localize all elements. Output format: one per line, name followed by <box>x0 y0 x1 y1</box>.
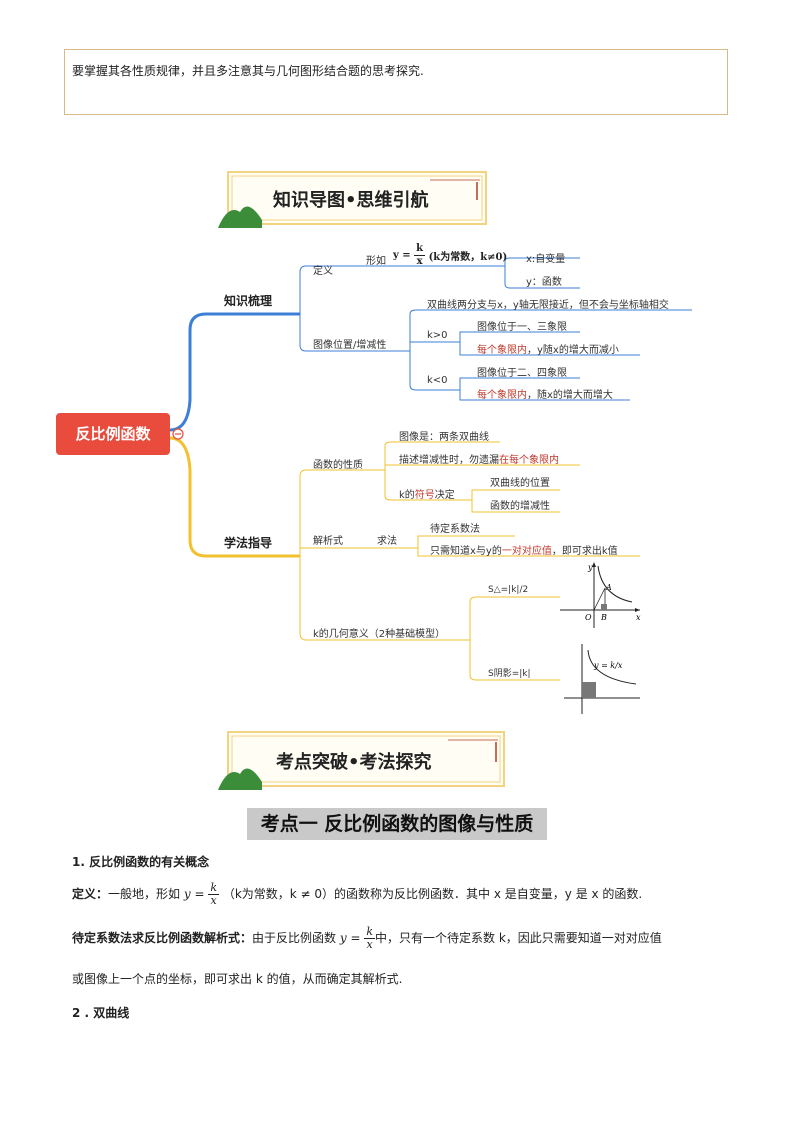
node-geo: k的几何意义（2种基础模型） <box>313 629 446 640</box>
node-geo-1: S△=|k|/2 <box>488 585 529 595</box>
node-var-x: x:自变量 <box>526 254 566 265</box>
fig1-x-label: x <box>636 613 641 622</box>
fig1-o-label: O <box>585 613 592 622</box>
node-expr-method: 求法 <box>377 536 397 547</box>
node-prop: 函数的性质 <box>313 460 363 471</box>
fig1-y-label: y <box>587 563 593 572</box>
node-expr: 解析式 <box>313 536 343 547</box>
node-kpos: k>0 <box>427 330 448 341</box>
node-prop-k-mono: 函数的增减性 <box>490 501 550 512</box>
node-expr-2: 只需知道x与y的一对对应值，即可求出k值 <box>430 546 618 557</box>
node-kneg-inc: 每个象限内，随x的增大而增大 <box>477 390 613 401</box>
para-method-line2: 或图像上一个点的坐标，即可求出 k 的值，从而确定其解析式. <box>72 972 403 986</box>
heading-concept: 1. 反比例函数的有关概念 <box>72 855 210 869</box>
node-graph: 图像位置/增减性 <box>313 340 387 351</box>
node-kpos-quad: 图像位于一、三象限 <box>477 322 567 333</box>
node-kneg-quad: 图像位于二、四象限 <box>477 368 567 379</box>
node-var-y: y：函数 <box>526 277 562 288</box>
node-kneg: k<0 <box>427 375 448 386</box>
node-prop-img: 图像是：两条双曲线 <box>399 432 489 443</box>
mountain-icon <box>218 206 262 228</box>
branch-knowledge: 知识梳理 <box>224 294 273 308</box>
geo-figure-triangle: y x O A B <box>560 562 641 628</box>
banner2-graphic <box>218 731 505 790</box>
fig1-b-label: B <box>600 613 607 622</box>
fig2-formula: y = k/x <box>593 661 623 670</box>
node-definition: 定义 <box>313 266 333 277</box>
branch-method: 学法指导 <box>224 536 273 550</box>
banner2-title: 考点突破•考法探究 <box>276 752 432 773</box>
mountain-icon <box>218 768 262 790</box>
node-def-prefix: 形如 <box>366 256 386 267</box>
intro-box <box>64 49 728 115</box>
intro-text: 要掌握其各性质规律，并且多注意其与几何图形结合题的思考探究. <box>72 64 424 78</box>
node-prop-desc: 描述增减性时，勿遗漏在每个象限内 <box>399 455 559 466</box>
section-title: 考点一 反比例函数的图像与性质 <box>247 808 547 840</box>
node-prop-k: k的符号决定 <box>399 490 455 501</box>
banner1-title: 知识导图•思维引航 <box>273 190 429 211</box>
mindmap-root: 反比例函数 <box>56 413 170 455</box>
heading-hyperbola: 2 . 双曲线 <box>72 1006 130 1020</box>
node-expr-1: 待定系数法 <box>430 524 480 535</box>
node-geo-2: S阴影=|k| <box>488 669 531 679</box>
node-prop-k-pos: 双曲线的位置 <box>490 478 550 489</box>
banner1-graphic <box>218 171 487 228</box>
mindmap-lines <box>169 257 692 681</box>
fig1-a-label: A <box>605 583 612 592</box>
node-kpos-inc: 每个象限内，y随x的增大而减小 <box>477 345 619 356</box>
geo-figure-rectangle: y = k/x <box>564 644 640 714</box>
node-graph-desc: 双曲线两分支与x，y轴无限接近，但不会与坐标轴相交 <box>427 300 669 311</box>
